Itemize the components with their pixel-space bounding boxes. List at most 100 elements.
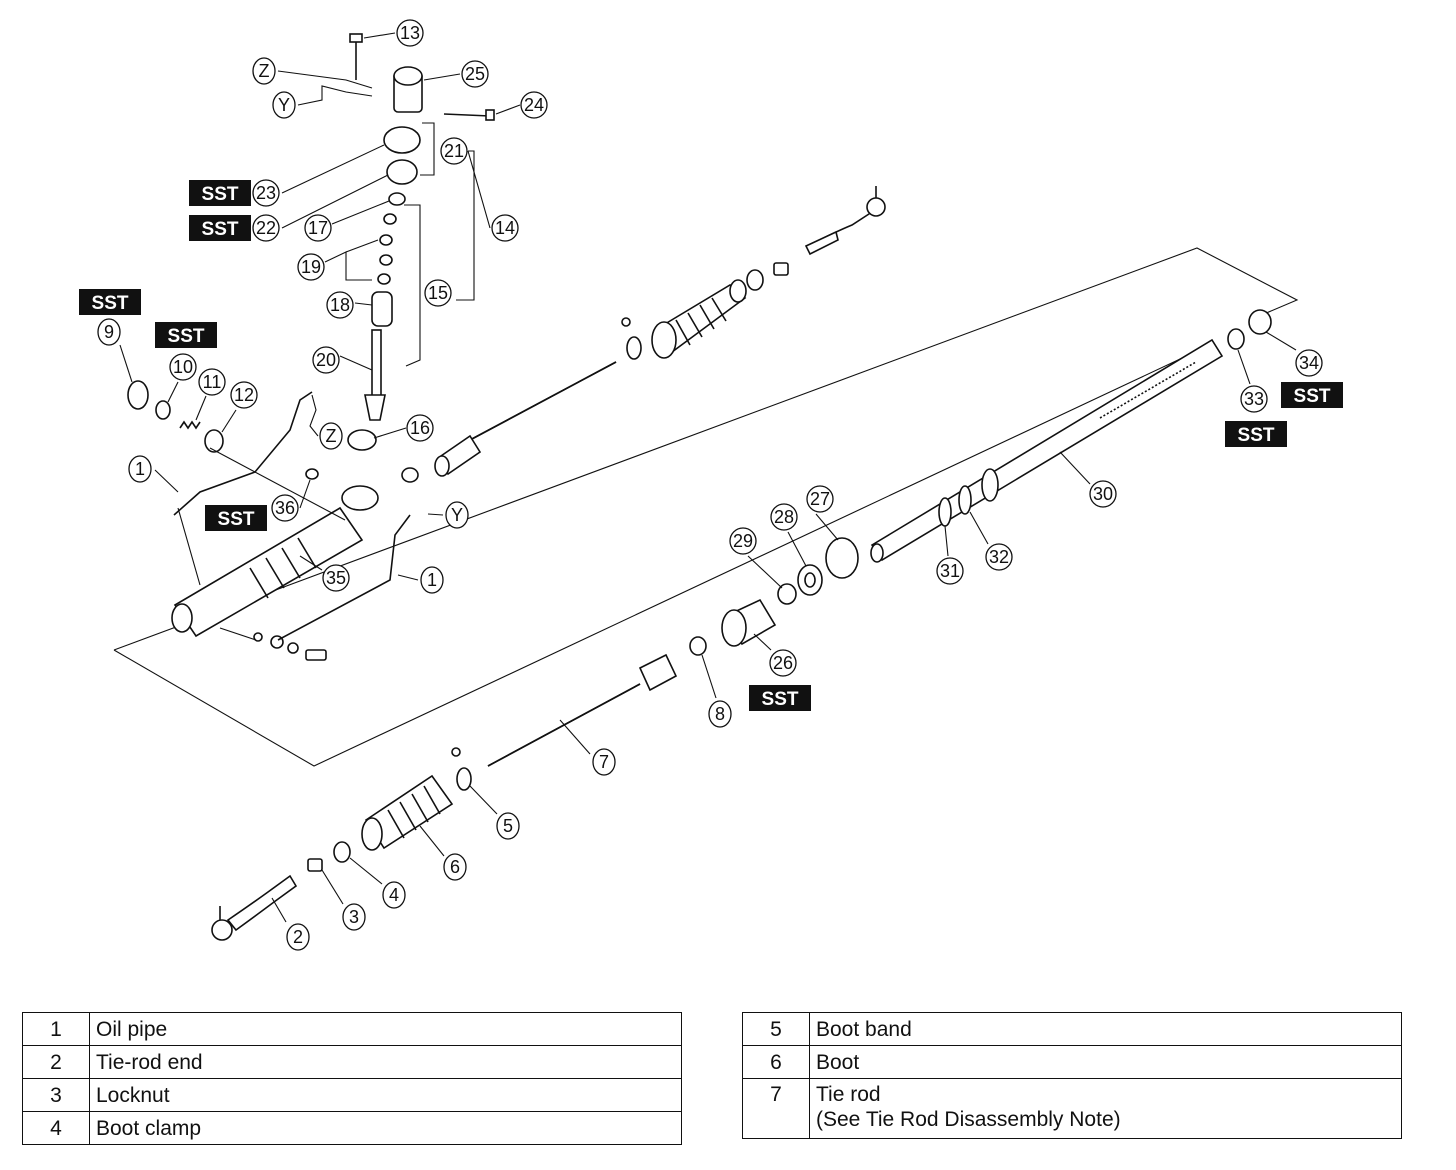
sst-badge [1281, 382, 1343, 408]
callout-number: 30 [1093, 484, 1113, 504]
seal-rings-19 [377, 213, 397, 285]
callout-number: 21 [444, 141, 464, 161]
callout-number: 6 [450, 857, 460, 877]
callout-1: 1 [420, 566, 444, 594]
sst-text: SST [92, 293, 129, 314]
callout-number: 8 [715, 704, 725, 724]
part-number: 7 [742, 1078, 810, 1139]
callout-3: 3 [342, 903, 366, 931]
assembly-group-outline-lower [113, 343, 1213, 767]
pinion-20 [364, 329, 386, 421]
callout-number: 23 [256, 183, 276, 203]
part-name: Boot [809, 1045, 1402, 1079]
callout-number: 14 [495, 218, 515, 238]
part-number: 6 [742, 1045, 810, 1079]
tie-rod-end-lower [211, 874, 298, 941]
callout-5: 5 [496, 812, 520, 840]
callout-number: 10 [173, 357, 193, 377]
oil-seal-22 [386, 159, 418, 185]
callout-30: 30 [1089, 480, 1117, 508]
callout-circle [252, 57, 276, 85]
callout-23: 23 [252, 179, 280, 207]
callout-circle [806, 485, 834, 513]
callout-20: 20 [312, 346, 340, 374]
part-note: (See Tie Rod Disassembly Note) [816, 1108, 1121, 1131]
callout-number: 25 [465, 64, 485, 84]
callout-number: 28 [774, 507, 794, 527]
part-name-cell: Tie rod(See Tie Rod Disassembly Note) [809, 1078, 1402, 1139]
oil-pipe-fittings [253, 632, 327, 661]
callout-2: 2 [286, 923, 310, 951]
sst-label: SST [189, 215, 251, 241]
washer-8 [689, 636, 707, 656]
callout-number: 29 [733, 531, 753, 551]
callout-29: 29 [729, 527, 757, 555]
callout-circle [97, 318, 121, 346]
callout-number: 19 [301, 257, 321, 277]
callout-circle [322, 564, 350, 592]
sst-text: SST [202, 219, 239, 240]
boot-clamp-upper [746, 269, 764, 291]
boot-band-upper [621, 317, 642, 360]
callout-number: 9 [104, 322, 114, 342]
callout-circle [271, 494, 299, 522]
callout-circle [1240, 385, 1268, 413]
callout-26: 26 [769, 649, 797, 677]
part-number: 2 [22, 1045, 90, 1079]
valve-housing-25 [393, 66, 423, 113]
washer-16 [347, 429, 377, 451]
callout-circle [382, 881, 406, 909]
callout-Z: Z [252, 57, 276, 85]
sst-text: SST [218, 509, 255, 530]
callout-16: 16 [406, 414, 434, 442]
callout-circle [198, 368, 226, 396]
boot-upper [651, 279, 747, 359]
callout-circle [326, 291, 354, 319]
exploded-parts-diagram: 1123456789101112131415161718192021222324… [79, 19, 1343, 951]
callout-circle [342, 903, 366, 931]
callout-circle [491, 214, 519, 242]
callout-number: Z [259, 61, 270, 81]
callout-circle [424, 279, 452, 307]
callout-circle [128, 455, 152, 483]
callout-number: 35 [326, 568, 346, 588]
callout-12: 12 [230, 381, 258, 409]
sst-badge [189, 180, 251, 206]
locknut-upper [773, 262, 789, 276]
callout-number: 12 [234, 385, 254, 405]
callout-circle [708, 700, 732, 728]
callout-number: 1 [427, 570, 437, 590]
callout-circle [445, 501, 469, 529]
callout-19: 19 [297, 253, 325, 281]
callout-number: 34 [1299, 353, 1319, 373]
sst-label: SST [155, 322, 217, 348]
locknut-lower [307, 858, 323, 872]
callout-34: 34 [1295, 349, 1323, 377]
boot-lower [361, 774, 454, 851]
callout-circle [770, 503, 798, 531]
callout-circle [230, 381, 258, 409]
plug-9 [127, 380, 149, 410]
callout-Y: Y [445, 501, 469, 529]
part-name: Tie-rod end [89, 1045, 682, 1079]
callout-number: 31 [940, 561, 960, 581]
callout-1: 1 [128, 455, 152, 483]
part-name: Boot band [809, 1012, 1402, 1046]
callout-18: 18 [326, 291, 354, 319]
callout-circle [286, 923, 310, 951]
spring-11 [179, 420, 201, 430]
callout-number: 32 [989, 547, 1009, 567]
support-yoke-12 [204, 429, 224, 453]
sst-badge [155, 322, 217, 348]
callout-number: 13 [400, 23, 420, 43]
gear-housing [171, 468, 379, 638]
sst-label: SST [189, 180, 251, 206]
callout-15: 15 [424, 279, 452, 307]
callout-number: Y [451, 505, 463, 525]
callout-Y: Y [272, 91, 296, 119]
callout-circle [312, 346, 340, 374]
callout-number: 20 [316, 350, 336, 370]
sst-badge [189, 215, 251, 241]
